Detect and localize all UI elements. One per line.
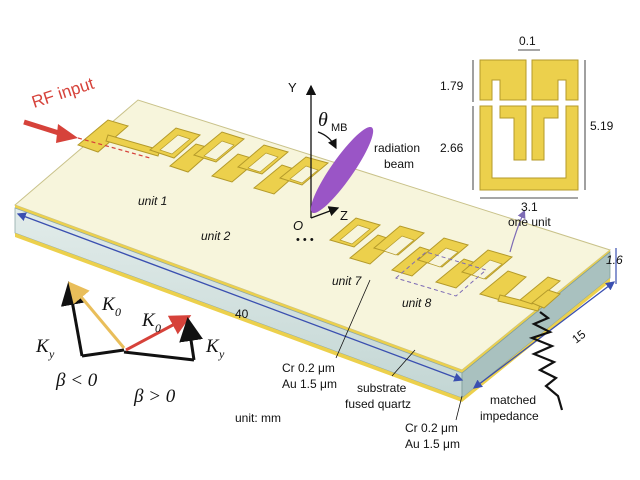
unit-8-label: unit 8 — [402, 296, 432, 310]
wave-vector-diagram — [60, 281, 203, 362]
dim-width-label: 3.1 — [521, 200, 538, 214]
substrate-label-line2: fused quartz — [345, 397, 411, 411]
unit-cell-center-stem-2 — [531, 105, 559, 161]
callout-line-top-metal — [335, 279, 371, 359]
dim-gap-label: 0.1 — [519, 34, 536, 48]
substrate-label-line1: substrate — [357, 381, 407, 395]
k0-left-subscript: 0 — [115, 305, 121, 319]
dim-thickness-label: 1.6 — [606, 253, 623, 267]
rf-input-label: RF input — [29, 74, 96, 112]
meander-slot — [471, 259, 503, 280]
unit-1-label: unit 1 — [138, 194, 167, 208]
continuation-dots: • • • — [296, 234, 314, 246]
theta-symbol: θ — [318, 109, 328, 131]
beta-negative-label: β < 0 — [55, 370, 98, 391]
ky-left-label: K — [35, 336, 50, 357]
beta-positive-vector — [123, 350, 195, 362]
rf-input-arrow — [23, 119, 151, 159]
k0-vector-left — [68, 281, 126, 349]
callout-line-substrate — [391, 349, 416, 377]
feed-pad — [77, 119, 130, 153]
callout-line-bottom-metal — [455, 395, 463, 421]
dim-width-substrate-label: 15 — [569, 327, 588, 346]
beta-negative-vector — [81, 348, 125, 358]
k0-left-label: K — [101, 294, 116, 315]
k0-right-subscript: 0 — [155, 321, 161, 335]
dim-lower-label: 2.66 — [440, 141, 464, 155]
z-axis-label: Z — [340, 208, 348, 223]
k0-right-label: K — [141, 310, 156, 331]
au-bottom-label: Au 1.5 μm — [405, 437, 460, 451]
k0-vector-right — [125, 315, 192, 352]
cr-top-label: Cr 0.2 μm — [282, 361, 335, 375]
meander-slot — [247, 152, 279, 173]
ky-right-subscript: y — [218, 347, 225, 361]
beta-positive-label: β > 0 — [133, 386, 176, 407]
unit-cell-bottom-u — [479, 105, 579, 191]
unit-note: unit: mm — [235, 411, 281, 425]
unit-2-label: unit 2 — [201, 229, 231, 243]
dim-length-line — [16, 212, 464, 382]
unit-cell-left-finger — [479, 59, 527, 101]
meander-slot — [159, 134, 191, 155]
rf-input-arrowhead — [56, 124, 78, 143]
ky-right-label: K — [205, 336, 220, 357]
meander-slot — [203, 140, 235, 161]
unit-cell-right-finger — [531, 59, 579, 101]
origin-label: O — [293, 218, 303, 233]
feed-line — [105, 134, 161, 157]
dim-height-label: 5.19 — [590, 119, 614, 133]
theta-subscript: MB — [331, 122, 348, 134]
matched-load-resistor — [528, 311, 564, 411]
cr-bottom-label: Cr 0.2 μm — [405, 421, 458, 435]
rf-input-dashed-line — [77, 137, 151, 159]
radiation-beam-label-line2: beam — [384, 157, 414, 171]
radiation-beam — [310, 126, 374, 214]
one-unit-label: one unit — [508, 215, 551, 229]
au-top-label: Au 1.5 μm — [282, 377, 337, 391]
unit-cell-inset — [472, 49, 586, 253]
unit-callout-arrow — [509, 209, 526, 253]
theta-arc — [317, 131, 337, 150]
unit-cell-center-stem — [499, 105, 527, 161]
dim-length-label: 40 — [235, 307, 249, 321]
matched-label-line2: impedance — [480, 409, 539, 423]
dim-upper-label: 1.79 — [440, 79, 464, 93]
radiation-beam-label-line1: radiation — [374, 141, 420, 155]
y-axis-label: Y — [288, 80, 297, 95]
ky-left-subscript: y — [48, 347, 55, 361]
rf-input-arrow-shaft — [23, 119, 63, 137]
matched-label-line1: matched — [490, 393, 536, 407]
ky-vector-right — [179, 317, 203, 361]
unit-7-label: unit 7 — [332, 274, 363, 288]
